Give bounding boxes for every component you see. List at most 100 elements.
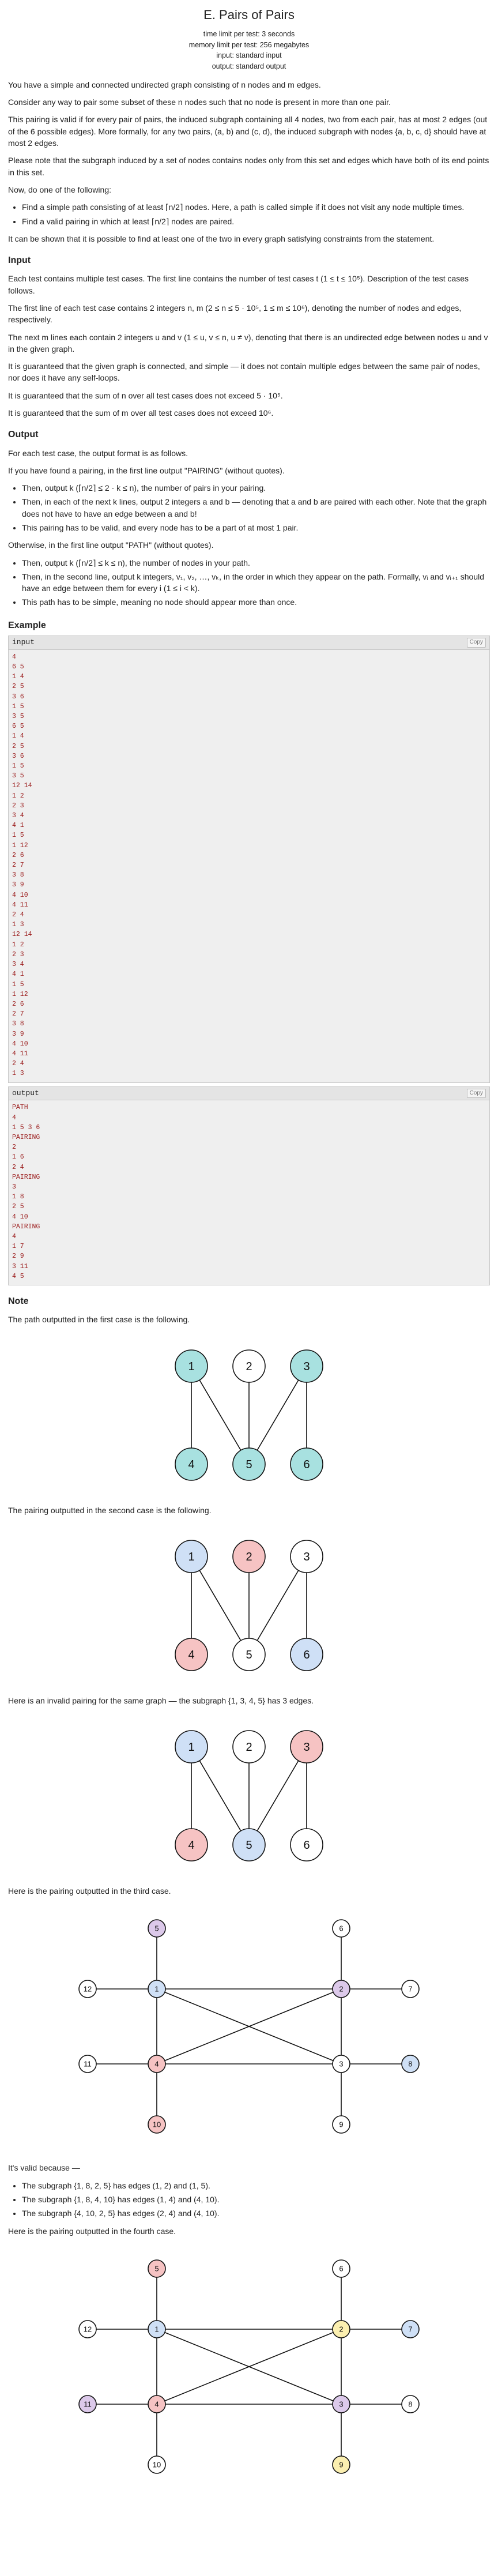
graph-node-12	[78, 2320, 97, 2338]
graph-node-label-5: 5	[246, 1458, 252, 1471]
graph-node-label-3: 3	[339, 2400, 343, 2408]
graph-node-label-2: 2	[246, 1360, 252, 1373]
task-item: Find a simple path consisting of at leas…	[22, 201, 490, 213]
graph-node-4	[175, 1638, 208, 1671]
graph-node-label-1: 1	[188, 1551, 194, 1563]
graph-node-1	[175, 1540, 208, 1573]
sample-line: 1 5 3 6	[12, 1123, 40, 1131]
sample-line: 1 2	[12, 792, 24, 800]
sample-line: 2 6	[12, 1000, 24, 1008]
statement-paragraph: It can be shown that it is possible to f…	[8, 234, 435, 243]
graph-node-label-4: 4	[188, 1649, 194, 1661]
sample-line: 2 5	[12, 683, 24, 691]
copy-output-button[interactable]: Copy	[466, 1088, 486, 1099]
sample-line: 2	[12, 1144, 16, 1152]
graph-node-9	[332, 2115, 350, 2134]
sample-line: 1 3	[12, 921, 24, 929]
sample-line: 4 10	[12, 1040, 28, 1048]
sample-line: 1 12	[12, 841, 28, 849]
path-rule: This path has to be simple, meaning no n…	[22, 596, 490, 608]
sample-line: 3	[12, 1183, 16, 1191]
sample-line: 1 8	[12, 1193, 24, 1201]
graph-node-4	[148, 2395, 166, 2413]
sample-input-header: input Copy	[9, 635, 489, 650]
graph-node-2	[332, 2320, 350, 2338]
graph-node-label-3: 3	[303, 1551, 310, 1563]
graph-node-label-1: 1	[188, 1360, 194, 1373]
pairing-rules-list: Then, output k (⌈n/2⌉ ≤ 2 · k ≤ n), the …	[8, 482, 490, 533]
sample-line: 2 4	[12, 911, 24, 919]
task-list: Find a simple path consisting of at leas…	[8, 201, 490, 227]
graph-node-label-6: 6	[303, 1839, 310, 1852]
graph-node-label-9: 9	[339, 2460, 343, 2469]
graph-node-5	[148, 2259, 166, 2278]
input-file: input: standard input	[216, 51, 282, 60]
memory-limit: memory limit per test: 256 megabytes	[188, 40, 310, 49]
pairing-rule: Then, output k (⌈n/2⌉ ≤ 2 · k ≤ n), the …	[22, 482, 490, 494]
path-rules-list: Then, output k (⌈n/2⌉ ≤ k ≤ n), the numb…	[8, 557, 490, 608]
time-limit: time limit per test: 3 seconds	[203, 29, 295, 38]
graph-node-4	[175, 1447, 208, 1481]
sample-line: 4	[12, 653, 16, 661]
graph-edge-1-3	[156, 1988, 342, 2065]
graph-node-2	[332, 1980, 350, 1999]
pairing-rule: Then, in each of the next k lines, outpu…	[22, 496, 490, 520]
sample-line: 3 9	[12, 1030, 24, 1038]
graph-node-label-12: 12	[84, 1985, 92, 1994]
note-title: Note	[8, 1296, 29, 1307]
graph-node-label-4: 4	[154, 2400, 159, 2408]
problem-page: E. Pairs of Pairs time limit per test: 3…	[0, 0, 498, 2513]
graph-node-label-3: 3	[303, 1360, 310, 1373]
sample-line: 3 5	[12, 713, 24, 721]
graph-node-label-8: 8	[408, 2060, 412, 2069]
graph-node-label-12: 12	[84, 2325, 92, 2333]
problem-statement: You have a simple and connected undirect…	[8, 79, 490, 245]
note-section: Note The path outputted in the first cas…	[8, 1295, 490, 2496]
path-rule: Then, in the second line, output k integ…	[22, 571, 490, 595]
statement-paragraph: You have a simple and connected undirect…	[8, 80, 321, 89]
sample-line: 4 5	[12, 1272, 24, 1280]
note-paragraph: The path outputted in the first case is …	[8, 1315, 190, 1325]
output-paragraph: For each test case, the output format is…	[8, 448, 188, 458]
graph-node-10	[148, 2455, 166, 2474]
graph-node-3	[290, 1349, 323, 1383]
graph-node-label-4: 4	[188, 1839, 194, 1852]
sample-line: 2 7	[12, 1010, 24, 1018]
sample-line: 3 8	[12, 1020, 24, 1028]
sample-output-header: output Copy	[9, 1086, 489, 1101]
sample-line: 3 8	[12, 871, 24, 879]
graph-node-2	[232, 1730, 266, 1763]
graph-node-label-10: 10	[153, 2120, 161, 2129]
input-title: Input	[8, 255, 31, 266]
graph-node-1	[175, 1349, 208, 1383]
sample-line: 2 7	[12, 862, 24, 870]
input-paragraph: It is guaranteed that the given graph is…	[8, 362, 480, 383]
graph-node-label-8: 8	[408, 2400, 412, 2408]
graph-node-3	[290, 1730, 323, 1763]
sample-line: 2 3	[12, 802, 24, 810]
graph-node-6	[332, 2259, 350, 2278]
graph-node-label-2: 2	[246, 1741, 252, 1754]
graph-node-3	[332, 2395, 350, 2413]
graph-node-label-6: 6	[303, 1649, 310, 1661]
sample-line: PAIRING	[12, 1223, 40, 1231]
graph-node-5	[148, 1919, 166, 1938]
input-paragraph: The first line of each test case contain…	[8, 303, 462, 325]
graph-node-label-5: 5	[154, 1924, 159, 1933]
copy-input-button[interactable]: Copy	[466, 638, 486, 648]
path-rule: Then, output k (⌈n/2⌉ ≤ k ≤ n), the numb…	[22, 557, 490, 569]
graph-node-3	[290, 1540, 323, 1573]
validity-list: The subgraph {1, 8, 2, 5} has edges (1, …	[8, 2180, 490, 2220]
sample-line: 4 10	[12, 891, 28, 899]
